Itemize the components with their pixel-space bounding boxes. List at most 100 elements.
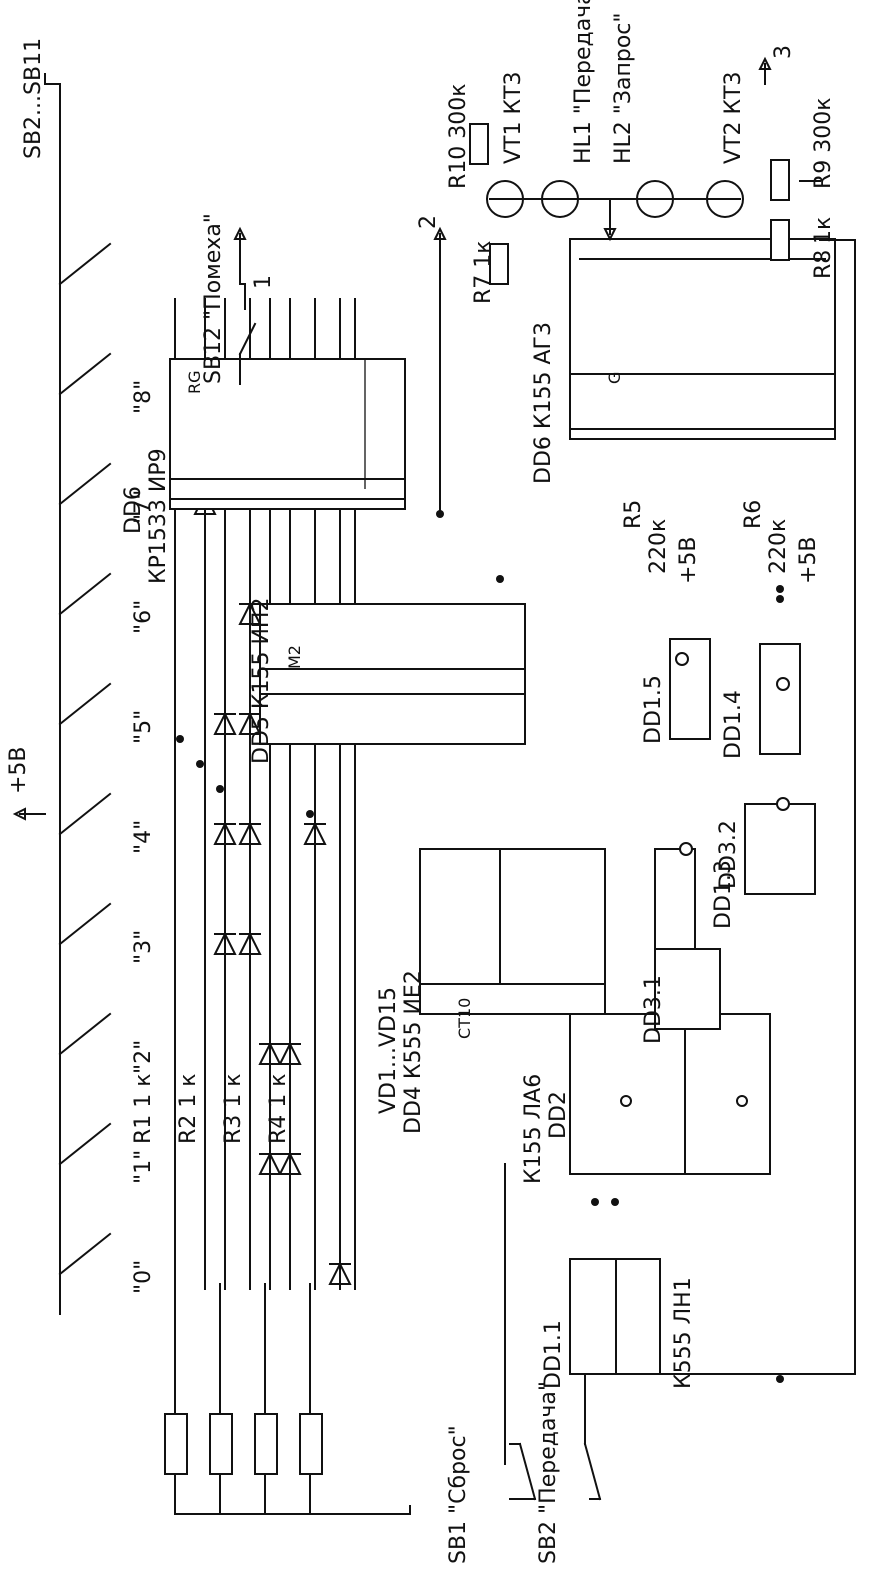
label-dd1-1-type: К555 ЛН1: [671, 1277, 696, 1389]
resistor-r4: [299, 1413, 323, 1475]
buttons: [238, 322, 602, 1501]
label-out-1: 1: [251, 275, 276, 289]
gate-dd1-5: [669, 638, 711, 740]
key-label-7: "7": [131, 490, 156, 524]
key-switch-contact: [58, 1012, 112, 1056]
key-switch-contact: [58, 902, 112, 946]
label-plus5v-r5: +5В: [676, 536, 701, 584]
label-dd1-5: DD1.5: [641, 675, 666, 744]
chip-dd4: [419, 848, 606, 1015]
diode: [278, 1151, 302, 1175]
label-r1: R1 1 к: [131, 1073, 156, 1144]
resistors-r1-r4: [164, 1283, 411, 1515]
key-switch-contact: [58, 572, 112, 616]
chip-dd5: [259, 603, 526, 745]
key-switch-contact: [58, 792, 112, 836]
label-r9: R9 300к: [811, 97, 836, 189]
label-vd: VD1...VD15: [376, 987, 401, 1114]
diode: [213, 711, 237, 735]
label-r7: R7 1к: [471, 240, 496, 304]
dd2-inverter-bubble-6: [620, 1095, 632, 1107]
diode: [258, 1041, 282, 1065]
key-label-6: "6": [131, 600, 156, 634]
junction-dots: [176, 510, 784, 1383]
resistor-r1: [164, 1413, 188, 1475]
output-stage: [469, 123, 856, 1375]
label-plus5v-r6: +5В: [796, 536, 821, 584]
label-r10: R10 300к: [446, 83, 471, 189]
label-sb1: SB1 "Сброс": [446, 1425, 471, 1564]
label-sb2: SB2 "Передача": [536, 1381, 561, 1564]
label-r2: R2 1 к: [176, 1073, 201, 1144]
key-label-4: "4": [131, 820, 156, 854]
diode: [258, 1151, 282, 1175]
label-dd1-3: DD1.3: [711, 860, 736, 929]
label-r3: R3 1 к: [221, 1073, 246, 1144]
key-switch-contact: [58, 352, 112, 396]
chip-dd2: [569, 1013, 771, 1175]
label-r6-value: 220к: [766, 519, 791, 574]
resistor-r2: [209, 1413, 233, 1475]
resistor-r7: [489, 243, 509, 285]
label-dd4-fn: CT10: [455, 998, 474, 1039]
label-sb12: SB12 "Помеха": [201, 213, 226, 384]
chip-dd6-generator: [569, 238, 836, 440]
label-sb2-sb11: SB2...SB11: [21, 38, 46, 159]
label-r4: R4 1 к: [266, 1073, 291, 1144]
key-label-1: "1": [131, 1150, 156, 1184]
key-label-2: "2": [131, 1040, 156, 1074]
label-dd2-type: К155 ЛА6: [521, 1074, 546, 1184]
label-dd4: DD4 К555 ИЕ2: [401, 970, 426, 1134]
gate-dd1-4: [759, 643, 801, 755]
dd2-inverter-bubble-8: [736, 1095, 748, 1107]
resistor-r9: [770, 159, 790, 201]
labels: DD6 КР1533 ИР9 RG DD5 К155 ИП2 M2 DD4 К5…: [6, 0, 836, 1564]
diode: [213, 821, 237, 845]
gate-dd1-3: [654, 842, 696, 950]
key-labels: "0" "1" "2" "3" "4" "5" "6" "7" "8": [131, 380, 156, 1294]
label-hl1: HL1 "Передача": [571, 0, 596, 164]
label-dd3-1: DD3.1: [641, 975, 666, 1044]
key-switch-contact: [58, 1232, 112, 1276]
label-r5: R5: [621, 500, 646, 529]
resistor-r10: [469, 123, 489, 165]
diode: [238, 601, 262, 625]
label-dd2-ref: DD2: [546, 1091, 571, 1139]
supply-arrow-plus5v: [12, 807, 46, 821]
diode: [328, 1261, 352, 1285]
diode: [238, 821, 262, 845]
key-label-5: "5": [131, 710, 156, 744]
resistor-r3: [254, 1413, 278, 1475]
label-dd5-fn: M2: [285, 645, 304, 669]
label-dd6-gen: DD6 К155 АГ3: [531, 322, 556, 484]
gate-dd3-2: [744, 797, 816, 895]
label-r6: R6: [741, 500, 766, 529]
key-label-0: "0": [131, 1260, 156, 1294]
diode: [278, 1041, 302, 1065]
label-dd5: DD5 К155 ИП2: [249, 598, 274, 764]
key-switch-contact: [58, 242, 112, 286]
label-hl2: HL2 "Запрос": [611, 12, 636, 164]
resistor-r8: [770, 219, 790, 261]
key-switch-contact: [58, 1122, 112, 1166]
output-arrows: [233, 56, 772, 515]
key-label-8: "8": [131, 380, 156, 414]
label-dd6-gen-fn: G: [605, 372, 624, 384]
diode: [213, 931, 237, 955]
label-vt1: VT1 КТ3: [501, 71, 526, 164]
label-r5-value: 220к: [646, 519, 671, 574]
key-switch-contact: [58, 462, 112, 506]
diode: [303, 821, 327, 845]
key-label-3: "3": [131, 930, 156, 964]
label-dd6-ref: DD6: [121, 486, 146, 534]
label-dd1-4: DD1.4: [721, 690, 746, 759]
diode: [238, 711, 262, 735]
label-out-3: 3: [771, 45, 796, 59]
label-dd6-fn: RG: [185, 370, 204, 394]
label-dd3-2: DD3.2: [716, 820, 741, 889]
label-dd1-1: DD1.1: [541, 1320, 566, 1389]
diode: [238, 931, 262, 955]
label-vt2: VT2 КТ3: [721, 71, 746, 164]
